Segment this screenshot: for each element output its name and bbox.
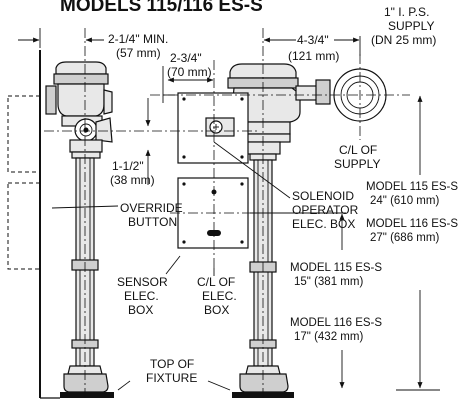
- sensor-label-3: BOX: [128, 303, 153, 317]
- dim-supply-offset-mm: (121 mm): [288, 49, 339, 63]
- top-fixture-label-1: TOP OF: [150, 357, 194, 371]
- override-label-1: OVERRIDE: [120, 201, 183, 215]
- m115-box-value: 15" (381 mm): [294, 276, 363, 288]
- dim-box-offset-mm: (70 mm): [167, 65, 212, 79]
- solenoid-label-2: OPERATOR: [292, 203, 359, 217]
- cl-supply-label-2: SUPPLY: [334, 157, 380, 171]
- leader-lines: [51, 141, 291, 391]
- supply-label-2: SUPPLY: [388, 19, 434, 33]
- cl-elec-label-2: ELEC.: [202, 289, 237, 303]
- m115-box-name: MODEL 115 ES-S: [290, 262, 382, 274]
- dim-box-offset-in: 2-3/4": [170, 51, 202, 65]
- m116-box-value: 17" (432 mm): [294, 331, 363, 343]
- solenoid-label-1: SOLENOID: [292, 189, 354, 203]
- cl-elec-label-3: BOX: [204, 303, 229, 317]
- sensor-label-2: ELEC.: [124, 289, 159, 303]
- m116-supply-name: MODEL 116 ES-S: [366, 218, 458, 230]
- dimension-labels: 2-1/4" MIN. (57 mm) 2-3/4" (70 mm) 4-3/4…: [108, 32, 339, 187]
- dim-override-drop-mm: (38 mm): [110, 173, 155, 187]
- diagram-title: MODELS 115/116 ES-S: [60, 0, 263, 16]
- m115-supply-name: MODEL 115 ES-S: [366, 181, 458, 193]
- dim-min-clearance-in: 2-1/4" MIN.: [108, 32, 168, 46]
- solenoid-elec-box: [177, 92, 249, 164]
- dim-supply-offset-in: 4-3/4": [297, 33, 329, 47]
- dim-min-clearance-mm: (57 mm): [116, 46, 161, 60]
- sensor-label-1: SENSOR: [117, 275, 168, 289]
- override-label-2: BUTTON: [128, 215, 177, 229]
- dimension-lines: [18, 28, 440, 391]
- side-view-flushometer: [45, 61, 114, 398]
- m115-supply-value: 24" (610 mm): [370, 195, 439, 207]
- dim-override-drop-in: 1-1/2": [112, 159, 144, 173]
- front-view-flushometer: [227, 63, 387, 398]
- callout-labels: 1" I. P.S. SUPPLY (DN 25 mm) C/L OF SUPP…: [117, 5, 436, 385]
- m116-supply-value: 27" (686 mm): [370, 232, 439, 244]
- cl-elec-label-1: C/L OF: [197, 275, 235, 289]
- solenoid-label-3: ELEC. BOX: [292, 217, 355, 231]
- model-labels: MODEL 115 ES-S 24" (610 mm) MODEL 116 ES…: [290, 181, 458, 343]
- centerlines: [44, 28, 410, 400]
- supply-label-1: 1" I. P.S.: [384, 5, 429, 19]
- cl-supply-label-1: C/L OF: [339, 143, 377, 157]
- m116-box-name: MODEL 116 ES-S: [290, 317, 382, 329]
- supply-label-3: (DN 25 mm): [371, 33, 436, 47]
- top-fixture-label-2: FIXTURE: [146, 371, 197, 385]
- wall-boxes: [7, 95, 41, 270]
